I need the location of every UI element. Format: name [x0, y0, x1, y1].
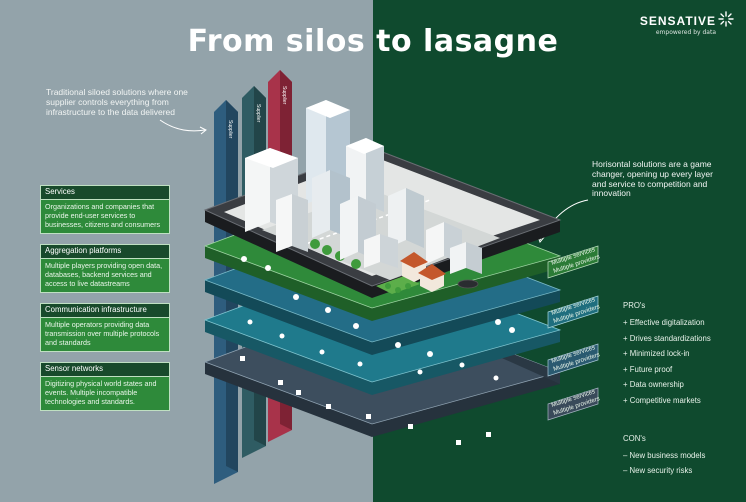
- sensor-description: Digitizing physical world states and eve…: [45, 378, 157, 407]
- sensor-box: Sensor networks Digitizing physical worl…: [40, 362, 170, 411]
- brand-logo: SENSATIVE empowered by data: [639, 11, 734, 36]
- silo-label-2: Supplier: [255, 104, 261, 123]
- sensative-star-icon: [718, 11, 734, 27]
- services-heading: Services: [41, 186, 169, 200]
- pros-item: + Effective digitalization: [623, 318, 705, 327]
- cons-item: – New business models: [623, 451, 706, 460]
- sensor-heading: Sensor networks: [41, 363, 169, 377]
- brand-name: SENSATIVE: [639, 14, 716, 28]
- pros-item: + Minimized lock-in: [623, 349, 690, 358]
- communication-box: Communication infrastructure Multiple op…: [40, 303, 170, 352]
- horizontal-note: Horisontal solutions are a game changer,…: [592, 159, 713, 199]
- pros-item: + Data ownership: [623, 380, 684, 389]
- cons-list: CON's – New business models – New securi…: [623, 434, 705, 480]
- services-box: Services Organizations and companies tha…: [40, 185, 170, 234]
- silo-label-3: Supplier: [281, 86, 287, 105]
- pros-item: + Drives standardizations: [623, 333, 711, 343]
- brand-tagline: empowered by data: [655, 29, 716, 36]
- pros-item: + Competitive markets: [623, 395, 701, 405]
- layer-icons: [240, 256, 515, 445]
- services-description: Organizations and companies that provide…: [45, 201, 161, 230]
- cons-heading: CON's: [623, 434, 646, 443]
- cons-item: – New security risks: [623, 465, 693, 475]
- city-illustration: [245, 100, 500, 294]
- aggregation-description: Multiple players providing open data, da…: [45, 260, 163, 289]
- pros-item: + Future proof: [623, 364, 673, 374]
- communication-description: Multiple operators providing data transm…: [45, 319, 160, 348]
- communication-heading: Communication infrastructure: [41, 304, 169, 318]
- silo-label-1: Supplier: [227, 120, 233, 139]
- silo-arrow-icon: [159, 119, 206, 132]
- pros-heading: PRO's: [623, 301, 646, 310]
- aggregation-box: Aggregation platforms Multiple players p…: [40, 244, 170, 293]
- aggregation-heading: Aggregation platforms: [41, 245, 169, 259]
- silo-note: Traditional siloed solutions where one s…: [46, 87, 188, 117]
- page-title: From silos to lasagne: [187, 24, 559, 59]
- pros-list: PRO's + Effective digitalization + Drive…: [623, 301, 711, 411]
